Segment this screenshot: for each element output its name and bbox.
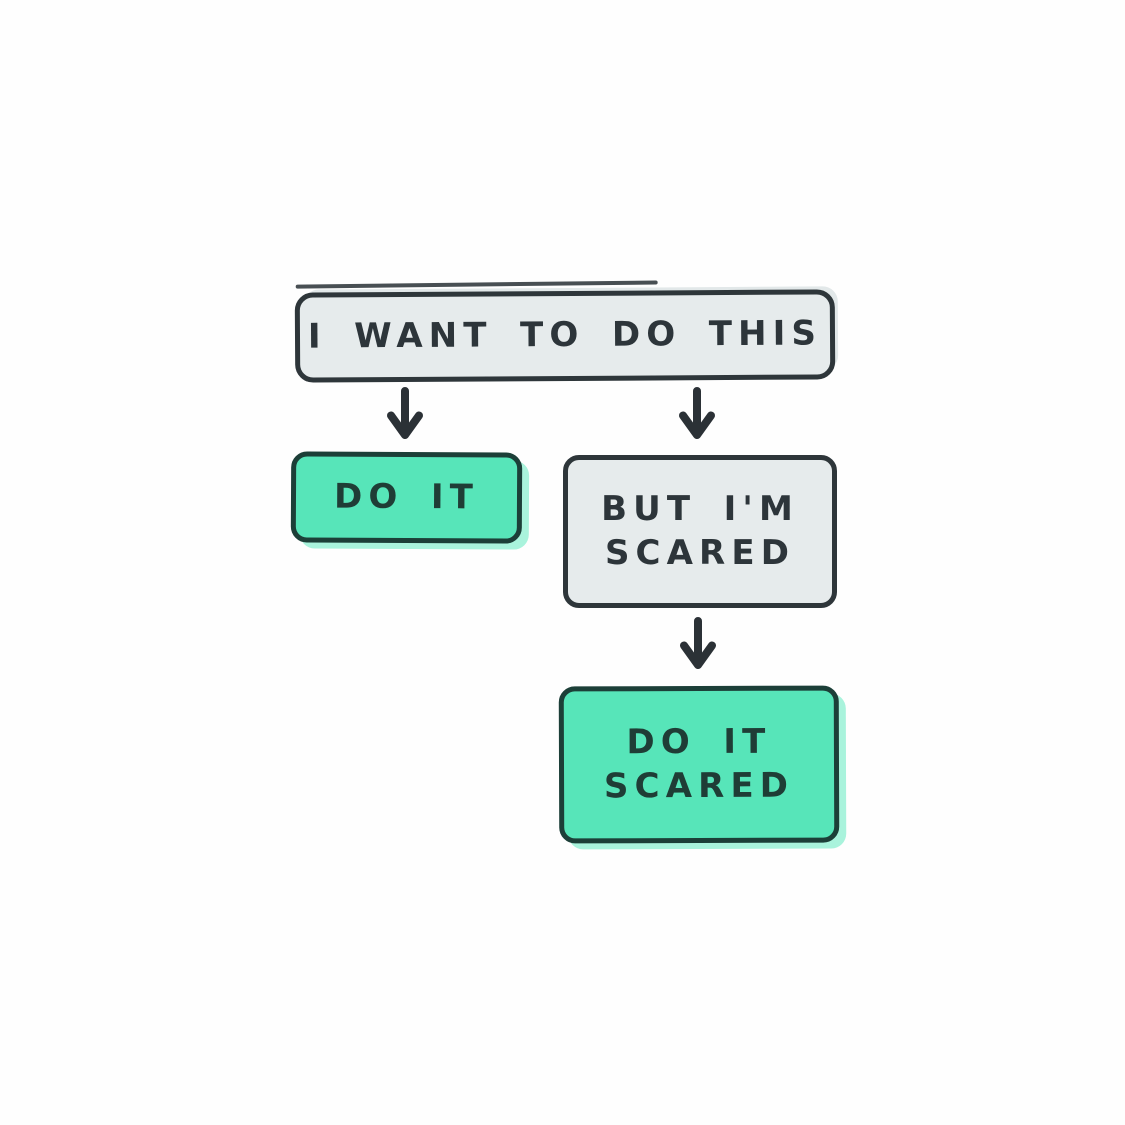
flowchart-node-but-im-scared: BUT I'M SCARED [563, 455, 837, 608]
flowchart-node-do-it-scared: DO IT SCARED [558, 685, 840, 844]
node-label: I WANT TO DO THIS [307, 313, 823, 357]
node-label-line-1: BUT I'M [601, 488, 799, 529]
node-label-line-1: DO IT [626, 721, 772, 763]
flowchart-node-i-want-to-do-this: I WANT TO DO THIS [294, 289, 836, 383]
node-label-line-2: SCARED [603, 765, 795, 806]
node-label-line-2: SCARED [604, 532, 796, 573]
down-arrow-icon [675, 617, 721, 673]
down-arrow-icon [382, 387, 428, 443]
node-label: DO IT [333, 476, 480, 518]
down-arrow-icon [674, 387, 720, 443]
flowchart-node-do-it: DO IT [290, 451, 523, 544]
